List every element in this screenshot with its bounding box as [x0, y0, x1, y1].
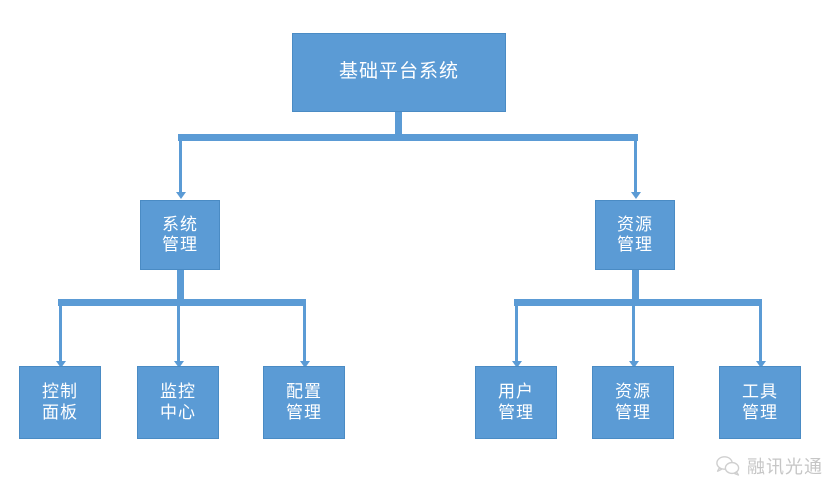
node-leaf-user-management[interactable]: 用户 管理: [475, 366, 557, 439]
arrowhead-leaf-1-0: [512, 361, 522, 368]
connector-branch-1-stem: [632, 270, 639, 303]
connector-root-stem: [395, 112, 402, 141]
connector-root-bus: [178, 134, 638, 141]
connector-branch-0-stem: [177, 270, 184, 303]
arrowhead-leaf-0-2: [300, 361, 310, 368]
node-leaf-monitoring-center[interactable]: 监控 中心: [137, 366, 219, 439]
arrowhead-branch-1: [631, 192, 641, 199]
connector-branch-1-bus: [514, 299, 762, 306]
connector-drop-leaf-1-2: [759, 303, 762, 363]
arrowhead-leaf-0-0: [56, 361, 66, 368]
node-leaf-resource-management[interactable]: 资源 管理: [592, 366, 674, 439]
arrowhead-leaf-0-1: [174, 361, 184, 368]
node-leaf-tool-management[interactable]: 工具 管理: [719, 366, 801, 439]
watermark: 融讯光通: [715, 453, 823, 479]
node-branch-resource-management[interactable]: 资源 管理: [595, 200, 675, 270]
connector-drop-leaf-0-1: [177, 303, 180, 363]
connector-drop-leaf-0-0: [59, 303, 62, 363]
connector-drop-leaf-1-0: [515, 303, 518, 363]
arrowhead-leaf-1-1: [629, 361, 639, 368]
connector-drop-leaf-0-2: [303, 303, 306, 363]
connector-drop-branch-1: [634, 138, 637, 194]
node-root[interactable]: 基础平台系统: [292, 33, 506, 112]
node-branch-system-management[interactable]: 系统 管理: [140, 200, 220, 270]
connector-drop-branch-0: [179, 138, 182, 194]
watermark-text: 融讯光通: [747, 457, 823, 477]
connector-drop-leaf-1-1: [632, 303, 635, 363]
connector-branch-0-bus: [58, 299, 306, 306]
node-leaf-configuration-management[interactable]: 配置 管理: [263, 366, 345, 439]
arrowhead-leaf-1-2: [756, 361, 766, 368]
wechat-bubble-icon: [715, 455, 741, 477]
node-leaf-control-panel[interactable]: 控制 面板: [19, 366, 101, 439]
arrowhead-branch-0: [176, 192, 186, 199]
